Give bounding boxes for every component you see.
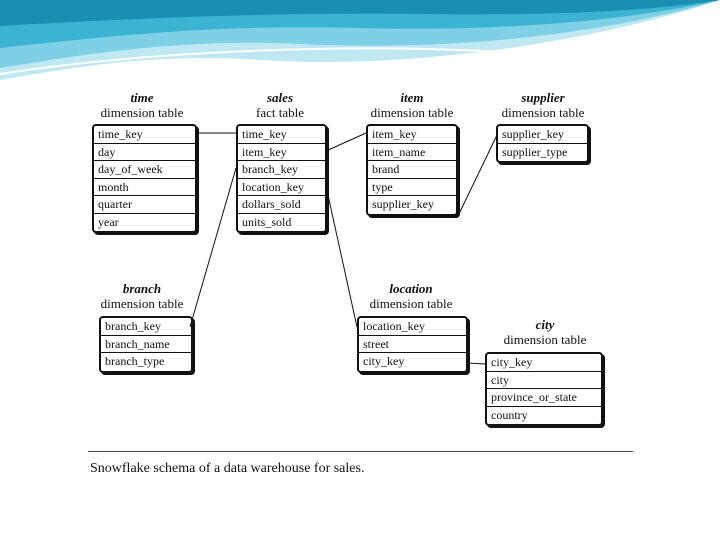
table-row: units_sold <box>242 214 292 229</box>
table-name: supplier <box>521 90 565 105</box>
table-row: item_key <box>368 126 456 144</box>
caption-rule <box>88 451 633 452</box>
table-row: dollars_sold <box>238 196 325 214</box>
table-row: brand <box>368 161 456 179</box>
location-table: location_key street city_key <box>357 316 468 373</box>
table-kind: dimension table <box>501 105 585 120</box>
table-row: branch_name <box>101 336 191 353</box>
table-kind: dimension table <box>370 105 454 120</box>
table-row: location_key <box>359 318 466 336</box>
table-name: location <box>389 281 433 296</box>
table-row: supplier_key <box>372 197 434 211</box>
supplier-table-title: supplier dimension table <box>493 90 593 120</box>
table-row: day <box>94 144 195 161</box>
header-wave-decoration <box>0 0 720 80</box>
table-row: city_key <box>487 354 601 372</box>
table-row: type <box>368 179 456 196</box>
table-name: city <box>535 317 555 332</box>
time-table: time_key day day_of_week month quarter y… <box>92 124 197 233</box>
sales-table-title: sales fact table <box>230 90 330 120</box>
figure-caption: Snowflake schema of a data warehouse for… <box>90 461 365 476</box>
table-row: item_name <box>368 144 456 161</box>
table-kind: dimension table <box>100 296 184 311</box>
table-kind: fact table <box>256 105 304 120</box>
table-row: item_key <box>238 144 325 161</box>
branch-table-title: branch dimension table <box>92 281 192 311</box>
table-name: sales <box>267 90 293 105</box>
city-table-title: city dimension table <box>495 317 595 347</box>
table-row: city <box>487 372 601 389</box>
table-name: time <box>130 90 154 105</box>
table-row: time_key <box>238 126 325 144</box>
time-table-title: time dimension table <box>92 90 192 120</box>
table-name: branch <box>122 281 162 296</box>
item-table: item_key item_name brand type supplier_k… <box>366 124 458 216</box>
table-row: month <box>94 179 195 196</box>
table-row: supplier_type <box>502 144 568 159</box>
table-row: quarter <box>94 196 195 214</box>
table-row: year <box>98 214 119 229</box>
branch-table: branch_key branch_name branch_type <box>99 316 193 373</box>
table-row: location_key <box>238 179 325 196</box>
table-row: branch_key <box>101 318 191 336</box>
item-table-title: item dimension table <box>362 90 462 120</box>
table-kind: dimension table <box>100 105 184 120</box>
table-row: city_key <box>363 354 405 368</box>
table-kind: dimension table <box>503 332 587 347</box>
table-row: supplier_key <box>498 126 587 144</box>
table-row: province_or_state <box>487 389 601 407</box>
table-row: country <box>491 407 528 422</box>
table-name: item <box>400 90 424 105</box>
table-row: day_of_week <box>94 161 195 179</box>
table-row: branch_key <box>238 161 325 179</box>
sales-table: time_key item_key branch_key location_ke… <box>236 124 327 233</box>
city-table: city_key city province_or_state country <box>485 352 603 426</box>
table-row: branch_type <box>105 354 165 368</box>
table-kind: dimension table <box>369 296 453 311</box>
supplier-table: supplier_key supplier_type <box>496 124 589 163</box>
table-row: street <box>359 336 466 353</box>
location-table-title: location dimension table <box>361 281 461 311</box>
table-row: time_key <box>94 126 195 144</box>
